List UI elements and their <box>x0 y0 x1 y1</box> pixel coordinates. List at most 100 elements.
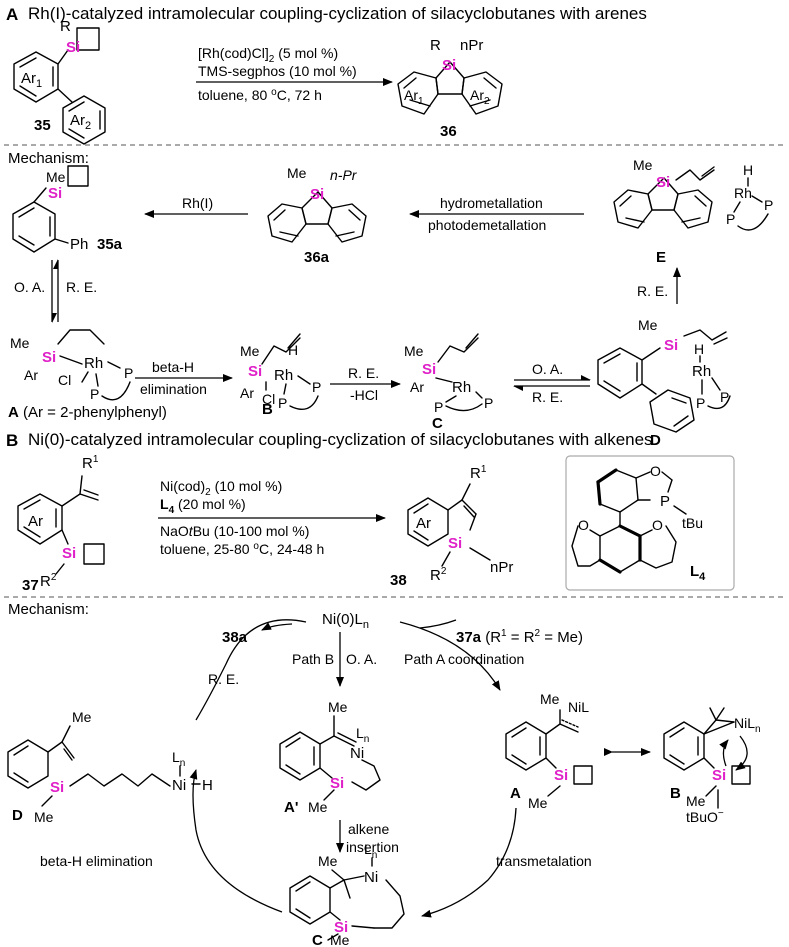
compound-Bni-si: Si <box>712 767 726 784</box>
mechanism-a: Mechanism: Me Si Ph 35a Rh(I) Me Si n-Pr <box>8 150 773 449</box>
photodemetallation-label: photodemetallation <box>428 217 546 233</box>
compound-C-p1: P <box>484 395 493 411</box>
compound-36a: Me Si n-Pr 36a <box>267 165 367 266</box>
insertion-label: insertion <box>346 839 399 855</box>
conditions-b-line4: toluene, 25-80 oC, 24-48 h <box>160 541 324 557</box>
compound-A-ar: Ar <box>24 367 38 383</box>
compound-38-ar: Ar <box>416 515 431 532</box>
arrow-transmetalation <box>421 807 517 918</box>
compound-B-ni: NiLn Si Me tBuO− B <box>663 707 761 825</box>
compound-B-p1: P <box>312 379 321 395</box>
compound-35-ar1: Ar1 <box>21 70 42 90</box>
substrate-37a: 37a (R1 = R2 = Me) <box>456 628 583 646</box>
compound-36-si: Si <box>442 57 456 74</box>
alkene-label: alkene <box>348 821 389 837</box>
compound-Ap-l: Ln <box>356 725 369 745</box>
compound-Cni-l: Ln <box>364 841 377 861</box>
ligand-o-left: O <box>578 517 589 533</box>
compound-35-r: R <box>60 18 71 35</box>
compound-36a-label: 36a <box>304 249 330 266</box>
compound-37: R1 Ar Si R2 37 <box>17 454 105 594</box>
compound-Ap-si: Si <box>330 775 344 792</box>
ligand-tbu: tBu <box>682 515 703 531</box>
compound-B-me: Me <box>240 343 260 359</box>
compound-A-ni: Me NiL Si Me A <box>505 691 593 811</box>
compound-Dni-me2: Me <box>34 809 54 825</box>
compound-Ap-me2: Me <box>308 799 328 815</box>
path-a-label: Path A <box>404 651 446 667</box>
compound-35-si: Si <box>66 39 80 56</box>
compound-37-ar: Ar <box>28 513 43 530</box>
compound-36-ar1: Ar1 <box>404 87 424 107</box>
compound-35a-si: Si <box>48 185 62 202</box>
product-38a: 38a <box>222 629 248 646</box>
ligand-L4: O P tBu O O L4 <box>565 455 735 591</box>
compound-C-rh-label: Rh <box>452 379 471 396</box>
compound-A-caption: A (Ar = 2-phenylphenyl) <box>8 404 167 421</box>
compound-Dni-si: Si <box>50 779 64 796</box>
compound-Ap-ni: Ni <box>350 745 364 762</box>
compound-D-label: D <box>650 432 661 449</box>
section-b: B Ni(0)-catalyzed intramolecular couplin… <box>6 430 735 594</box>
compound-D-ni: Me Si Me Ni Ln H D <box>7 709 213 825</box>
ligand-p: P <box>660 493 670 510</box>
compound-B-h: H <box>288 342 298 358</box>
path-b-label: Path B <box>292 651 334 667</box>
conditions-a-line2: TMS-segphos (10 mol %) <box>198 63 357 79</box>
compound-Dni-me1: Me <box>72 709 92 725</box>
compound-D-si: Si <box>664 337 678 354</box>
section-b-letter: B <box>6 431 18 450</box>
compound-B-ar: Ar <box>240 385 254 401</box>
re-left-label: R. E. <box>66 279 97 295</box>
compound-C-p2: P <box>434 399 443 415</box>
compound-36a-npr: n-Pr <box>330 167 358 183</box>
hydrometallation-label: hydrometallation <box>440 195 543 211</box>
arrow-beta-h-elim <box>189 769 283 913</box>
compound-36-npr: nPr <box>460 37 483 54</box>
compound-36-label: 36 <box>440 123 457 140</box>
re-right-label: R. E. <box>637 283 668 299</box>
compound-D-rh-label: Rh <box>692 363 711 380</box>
compound-Ani-nil: NiL <box>568 699 589 715</box>
compound-Dni-h: H <box>202 777 213 794</box>
conditions-a: [Rh(cod)Cl]2 (5 mol %) TMS-segphos (10 m… <box>196 45 393 103</box>
ligand-label: L4 <box>690 563 706 583</box>
section-a-letter: A <box>6 5 18 24</box>
conditions-a-line1: [Rh(cod)Cl]2 (5 mol %) <box>198 45 338 65</box>
arc-re-to-ni0 <box>195 619 307 721</box>
compound-36-ar2: Ar2 <box>470 87 490 107</box>
ligand-o-top: O <box>650 463 661 479</box>
compound-E-p2: P <box>726 211 735 227</box>
compound-Cni-me1: Me <box>318 853 338 869</box>
compound-A-rh-label: Rh <box>84 355 103 372</box>
conditions-b-line1: Ni(cod)2 (10 mol %) <box>160 478 282 498</box>
compound-Ap-label: A' <box>284 799 298 816</box>
compound-E-p1: P <box>764 197 773 213</box>
compound-E-me: Me <box>633 157 653 173</box>
conditions-b-line3: NaOtBu (10-100 mol %) <box>160 523 309 539</box>
compound-37-r2: R2 <box>40 572 57 590</box>
compound-35a-me: Me <box>46 169 66 185</box>
transmetalation-label: transmetalation <box>496 853 592 869</box>
compound-Bni-label: B <box>670 785 681 802</box>
compound-D-h: H <box>694 341 704 357</box>
compound-A-p1: P <box>124 365 133 381</box>
oa-left-label: O. A. <box>14 279 45 295</box>
mechanism-b-title: Mechanism: <box>8 601 89 618</box>
arrow-38a <box>261 622 293 631</box>
oa-d-label: O. A. <box>532 361 563 377</box>
compound-Dni-label: D <box>12 807 23 824</box>
beta-h-elim-label: beta-H elimination <box>40 853 153 869</box>
compound-Dni-l: Ln <box>172 749 185 769</box>
compound-C-label: C <box>432 415 443 432</box>
rh-arrow-label: Rh(I) <box>182 195 213 211</box>
compound-35a-ph: Ph <box>70 236 88 253</box>
ni0-catalyst: Ni(0)Ln <box>322 611 369 631</box>
compound-E-h: H <box>743 162 753 178</box>
ligand-box <box>565 455 735 591</box>
compound-D-p2: P <box>696 395 705 411</box>
compound-37-si: Si <box>62 545 76 562</box>
compound-E-label: E <box>656 249 666 266</box>
compound-35a: Me Si Ph 35a <box>12 165 123 253</box>
